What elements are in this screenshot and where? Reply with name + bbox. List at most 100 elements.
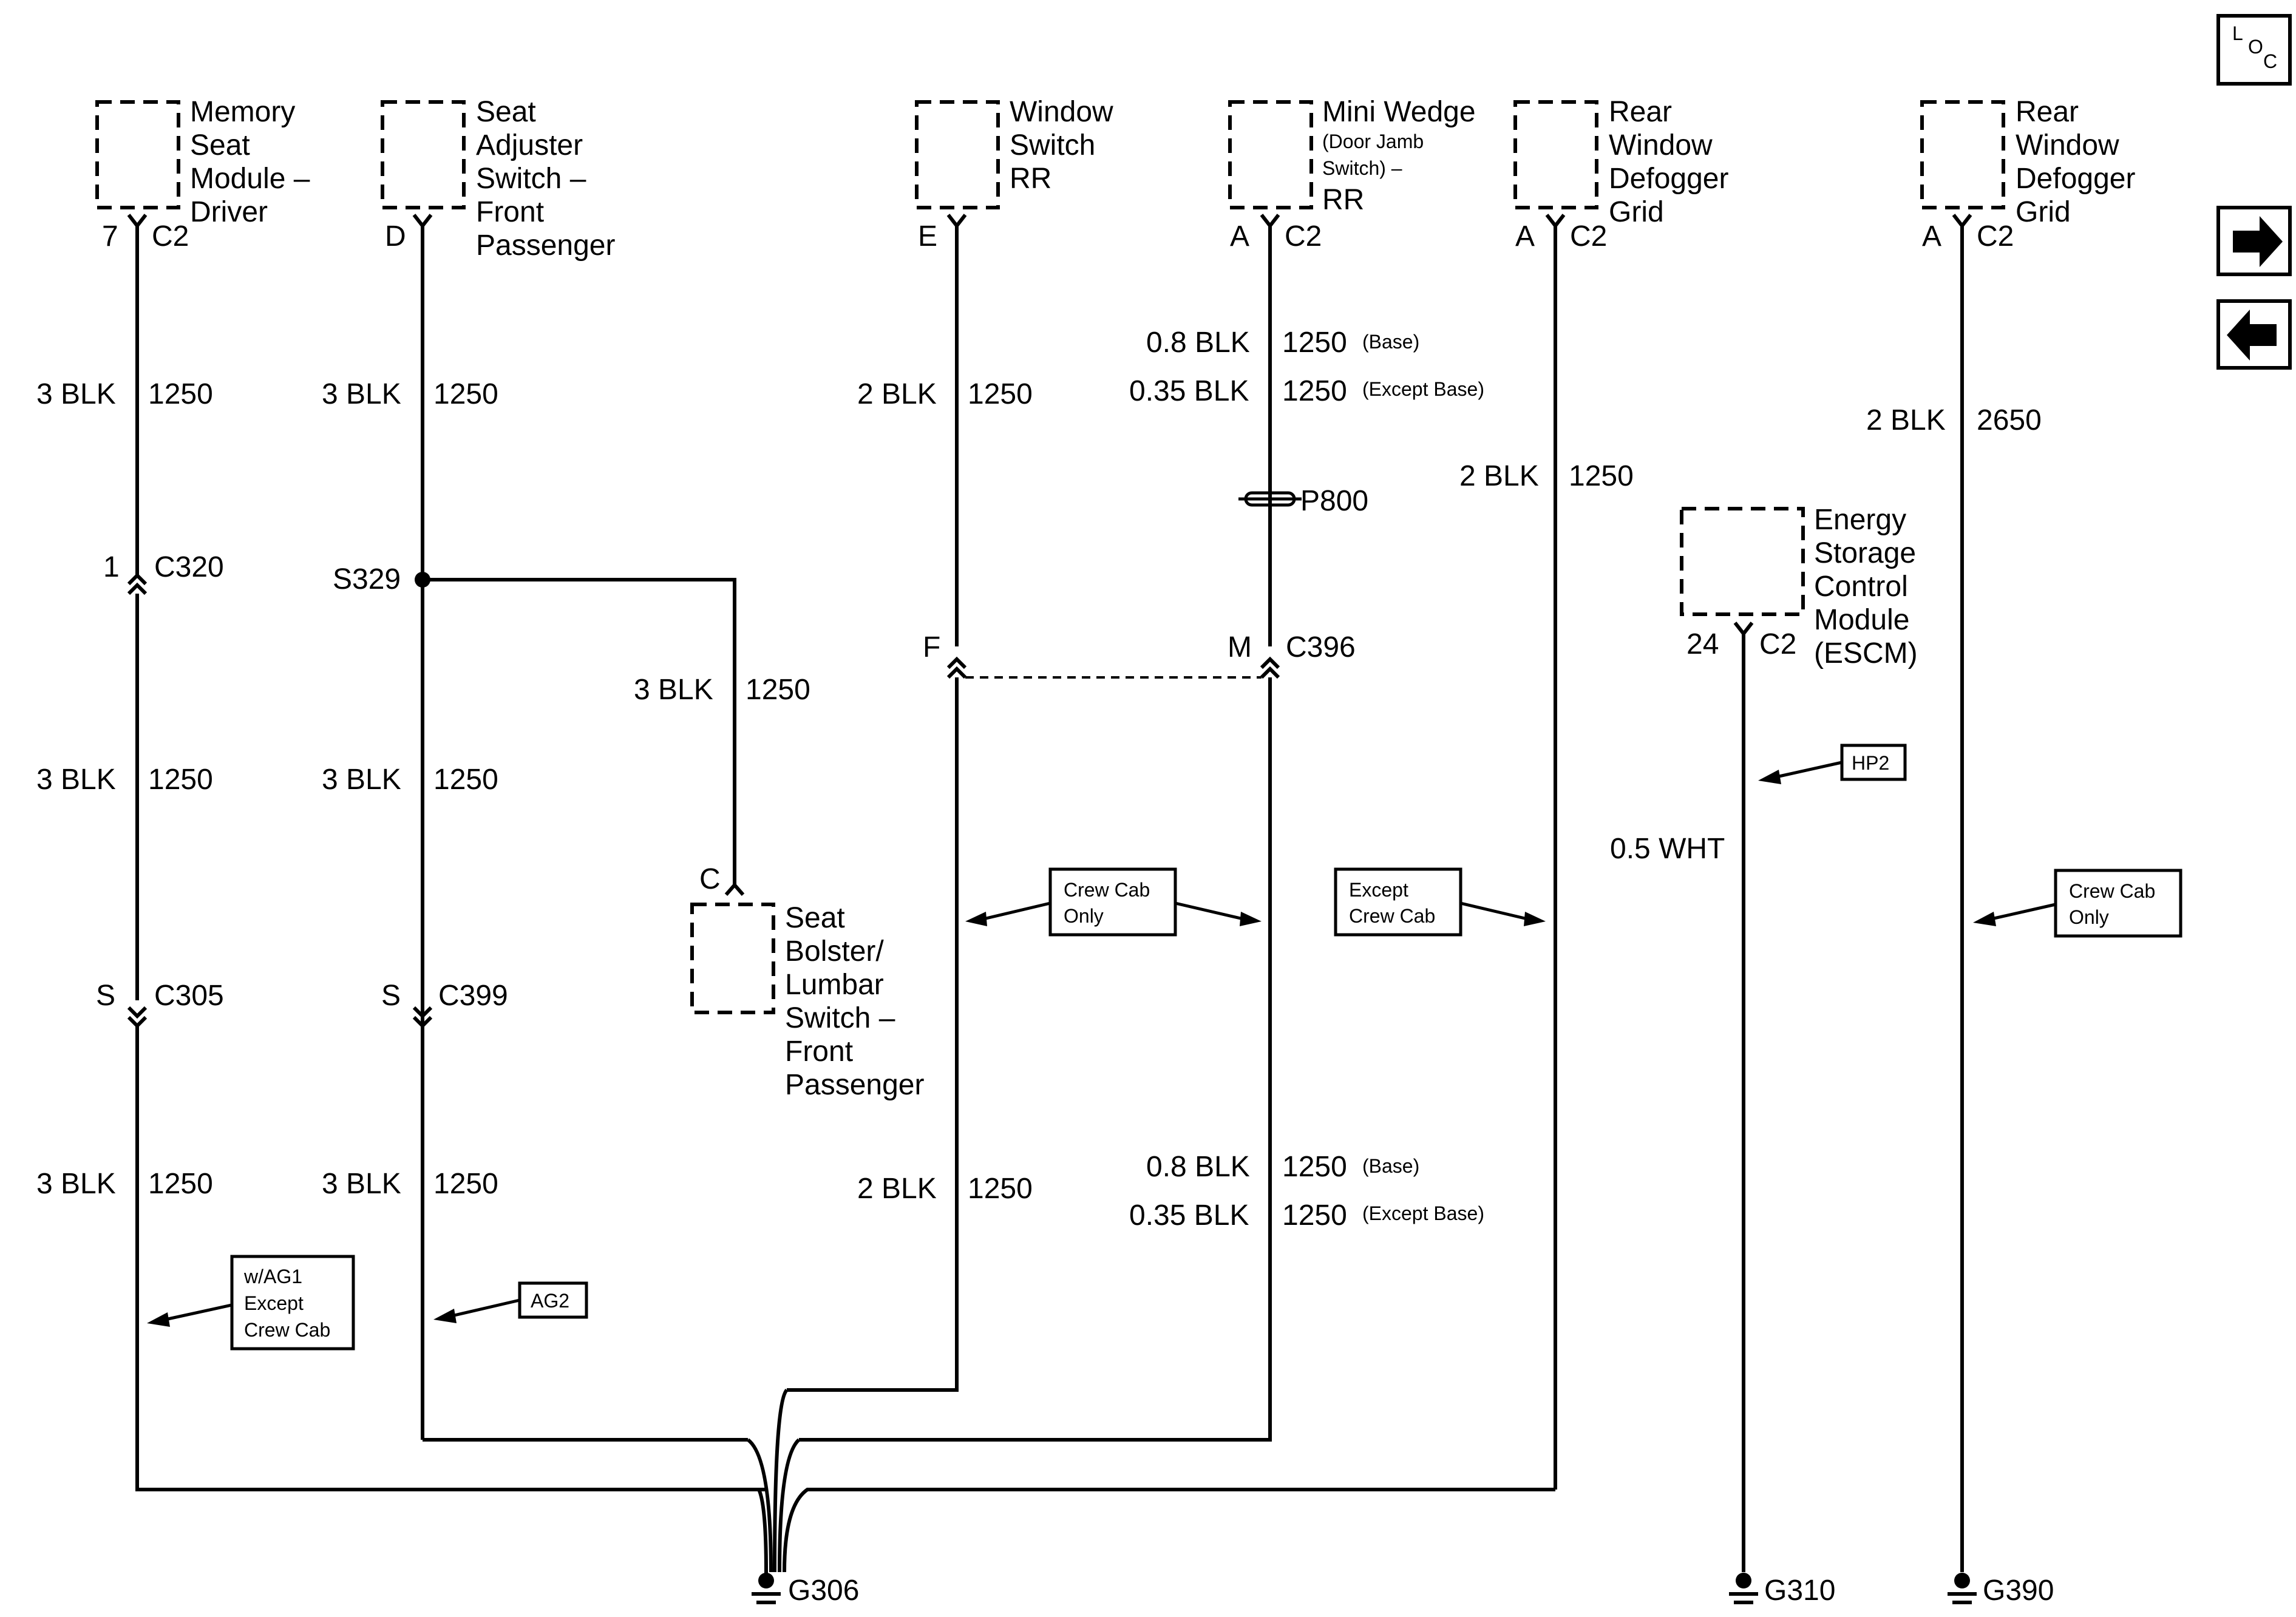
- callout-crew-cab-only-right: Crew Cab Only: [1973, 869, 2182, 938]
- svg-text:C2: C2: [1977, 220, 2014, 253]
- svg-text:1250: 1250: [1282, 327, 1347, 359]
- svg-text:0.8 BLK: 0.8 BLK: [1146, 1151, 1250, 1183]
- svg-text:(Base): (Base): [1362, 331, 1419, 353]
- svg-text:C2: C2: [1759, 628, 1796, 660]
- svg-text:2650: 2650: [1977, 404, 2042, 436]
- memory-seat-module-label: Memory Seat Module – Driver: [190, 96, 318, 228]
- arrow-left-icon: [2227, 310, 2277, 361]
- svg-text:S: S: [381, 980, 401, 1012]
- memory-seat-module-box: [95, 100, 180, 209]
- callout-hp2: HP2: [1758, 744, 1907, 784]
- p800-connector-icon: [1238, 486, 1302, 517]
- loc-letter-o: O: [2248, 36, 2263, 58]
- svg-text:1250: 1250: [433, 378, 498, 410]
- svg-text:3 BLK: 3 BLK: [322, 764, 401, 796]
- callout-except-crew-cab: Except Crew Cab: [1334, 867, 1546, 937]
- mini-wedge-rr: RR: [1322, 184, 1364, 216]
- mini-wedge-box: [1228, 100, 1313, 209]
- svg-text:F: F: [923, 631, 940, 663]
- svg-text:E: E: [918, 220, 937, 253]
- escm-label: Energy Storage Control Module (ESCM): [1814, 504, 1924, 670]
- svg-text:3 BLK: 3 BLK: [634, 674, 713, 706]
- loc-button[interactable]: L O C: [2216, 14, 2292, 86]
- svg-text:P800: P800: [1300, 485, 1368, 517]
- svg-text:HP2: HP2: [1852, 752, 1889, 774]
- svg-text:1250: 1250: [1282, 1151, 1347, 1183]
- previous-page-button[interactable]: [2216, 299, 2292, 370]
- callout-ag2: AG2: [433, 1281, 588, 1323]
- svg-text:2 BLK: 2 BLK: [857, 378, 937, 410]
- svg-text:2 BLK: 2 BLK: [1459, 460, 1539, 492]
- svg-text:(Except Base): (Except Base): [1362, 1202, 1484, 1224]
- seat-adjuster-switch-box: [381, 100, 466, 209]
- svg-text:3 BLK: 3 BLK: [322, 1168, 401, 1200]
- svg-text:AG2: AG2: [531, 1290, 569, 1312]
- svg-text:G306: G306: [788, 1575, 859, 1607]
- svg-text:w/AG1 Except Crew: w/AG1 Except Crew Cab: [243, 1266, 330, 1341]
- svg-text:A: A: [1230, 220, 1249, 253]
- ground-g306-icon: [752, 1572, 781, 1604]
- svg-text:1250: 1250: [1282, 1199, 1347, 1232]
- svg-text:0.5 WHT: 0.5 WHT: [1610, 833, 1725, 865]
- svg-text:3 BLK: 3 BLK: [36, 378, 116, 410]
- loc-letter-c: C: [2263, 50, 2277, 72]
- pin-labels: 7 C2 D E A C2 A C2 A C2 24 C2 1 F M C S …: [96, 220, 2014, 1012]
- svg-text:S329: S329: [333, 563, 401, 595]
- callout-wag1: w/AG1 Except Crew Cab: [147, 1255, 355, 1351]
- svg-text:0.35 BLK: 0.35 BLK: [1129, 375, 1249, 407]
- svg-text:Crew Cab Only: Crew Cab Only: [2069, 880, 2161, 928]
- rear-defogger-grid-1-box: [1513, 100, 1598, 209]
- rear-defogger-grid-2-label: Rear Window Defogger Grid: [2016, 96, 2144, 228]
- next-page-button[interactable]: [2216, 206, 2292, 276]
- svg-text:1250: 1250: [746, 674, 810, 706]
- ground-g310-icon: [1729, 1573, 1758, 1604]
- svg-text:G310: G310: [1764, 1575, 1835, 1607]
- svg-text:C: C: [699, 863, 721, 895]
- svg-text:3 BLK: 3 BLK: [322, 378, 401, 410]
- loc-letter-l: L: [2232, 22, 2243, 44]
- svg-text:0.8 BLK: 0.8 BLK: [1146, 327, 1250, 359]
- svg-text:24: 24: [1686, 628, 1719, 660]
- callout-crew-cab-only-center: Crew Cab Only: [965, 867, 1262, 937]
- wires: [127, 214, 1972, 1573]
- seat-bolster-switch-label: Seat Bolster/ Lumbar Switch – Front Pass…: [785, 902, 924, 1101]
- svg-text:1250: 1250: [968, 1173, 1033, 1205]
- svg-text:1250: 1250: [148, 1168, 213, 1200]
- svg-text:C396: C396: [1286, 631, 1356, 663]
- window-switch-rr-box: [915, 100, 1000, 209]
- svg-text:(Base): (Base): [1362, 1155, 1419, 1177]
- ground-labels: G306 G310 G390: [788, 1575, 2054, 1607]
- seat-bolster-switch-box: [690, 903, 775, 1014]
- svg-text:C305: C305: [154, 980, 224, 1012]
- svg-text:1250: 1250: [148, 764, 213, 796]
- connector-labels: C320 S329 C396 C305 C399 P800: [154, 485, 1368, 1012]
- mini-wedge-title: Mini Wedge: [1322, 96, 1476, 128]
- svg-text:G390: G390: [1983, 1575, 2054, 1607]
- svg-text:1250: 1250: [148, 378, 213, 410]
- svg-text:Crew Cab Only: Crew Cab Only: [1064, 879, 1155, 927]
- mini-wedge-note: (Door Jamb Switch) –: [1322, 131, 1429, 179]
- svg-text:1250: 1250: [433, 764, 498, 796]
- window-switch-rr-label: Window Switch RR: [1010, 96, 1121, 195]
- svg-text:A: A: [1922, 220, 1941, 253]
- svg-text:C320: C320: [154, 551, 224, 583]
- svg-text:1250: 1250: [1569, 460, 1634, 492]
- svg-text:2 BLK: 2 BLK: [1866, 404, 1946, 436]
- arrow-right-icon: [2233, 216, 2283, 267]
- svg-text:0.35 BLK: 0.35 BLK: [1129, 1199, 1249, 1232]
- svg-text:Except Crew Cab: Except Crew Cab: [1349, 879, 1435, 927]
- seat-adjuster-switch-label: Seat Adjuster Switch – Front Passenger: [476, 96, 615, 262]
- svg-text:(Except Base): (Except Base): [1362, 378, 1484, 400]
- svg-text:1: 1: [103, 551, 120, 583]
- svg-text:C2: C2: [1570, 220, 1607, 253]
- svg-text:C2: C2: [152, 220, 189, 253]
- svg-text:C399: C399: [438, 980, 508, 1012]
- svg-text:C2: C2: [1285, 220, 1322, 253]
- ground-g390-icon: [1948, 1573, 1977, 1604]
- svg-text:D: D: [385, 220, 406, 253]
- svg-text:7: 7: [102, 220, 118, 253]
- rear-defogger-grid-2-box: [1920, 100, 2005, 209]
- svg-text:3 BLK: 3 BLK: [36, 764, 116, 796]
- svg-text:1250: 1250: [968, 378, 1033, 410]
